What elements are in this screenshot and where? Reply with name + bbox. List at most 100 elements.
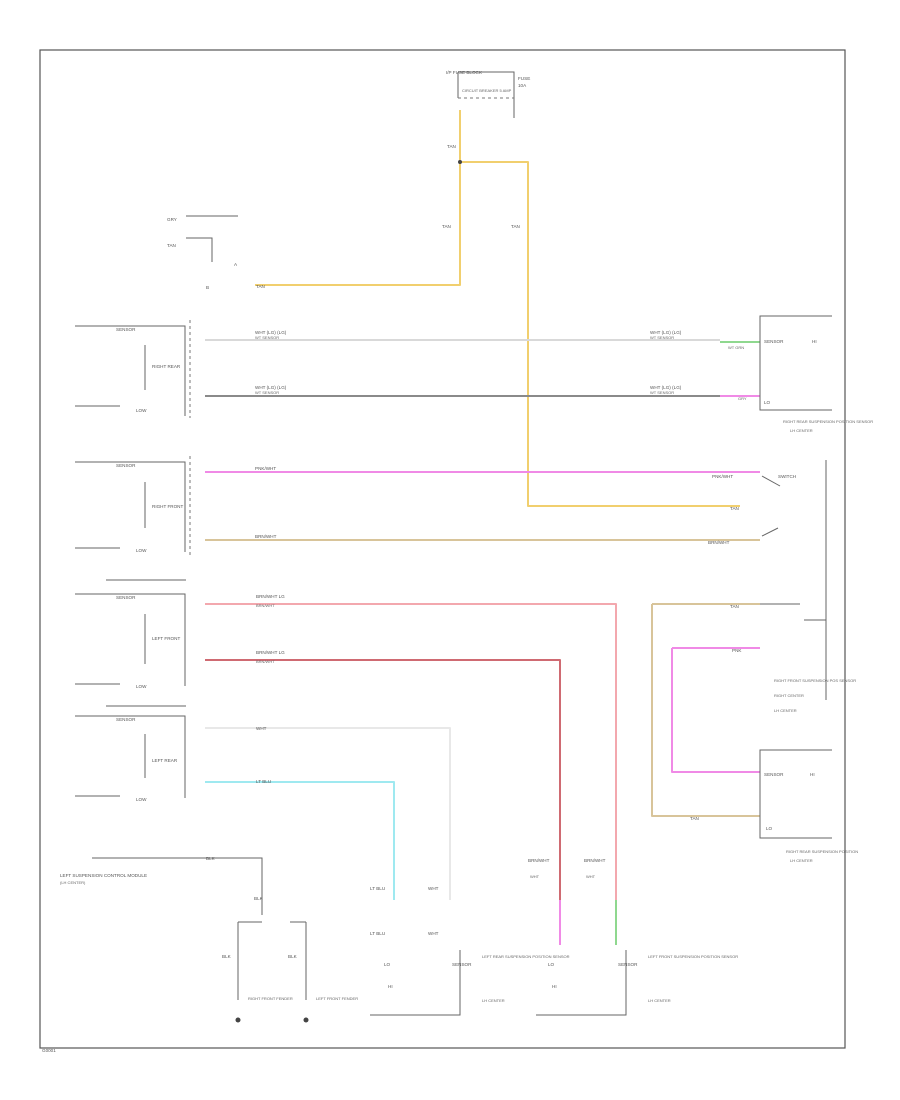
bottom-left-unit: LT BLU LT BLU WHT WHT LO HI SENSOR LEFT … — [370, 886, 570, 1016]
right-lower-lo: LO — [766, 826, 773, 831]
right-lower-sensor: SENSOR — [764, 772, 784, 777]
ltblu-a: LT BLU — [370, 886, 385, 891]
pin-lo1: LO — [384, 962, 391, 967]
stub-wire-label: TAN — [256, 284, 265, 289]
w4-tan: TAN — [730, 506, 739, 511]
w1-right: WHT (LG) (LG) — [650, 330, 682, 335]
tan-label-right: TAN — [511, 224, 520, 229]
unit-right-title: LEFT FRONT SUSPENSION POSITION SENSOR — [648, 954, 738, 959]
bottom-controller: LEFT SUSPENSION CONTROL MODULE (LH CENTE… — [60, 856, 358, 1023]
blk-a: BLK — [206, 856, 216, 861]
right-lower-hi: HI — [810, 772, 815, 777]
tan-label-mid: TAN — [442, 224, 451, 229]
stub-label-a: GRY — [167, 217, 177, 222]
w3-left: PNK/WHT — [255, 466, 276, 471]
ground-left: RIGHT FRONT FENDER — [248, 996, 293, 1001]
splice-dot — [458, 160, 462, 164]
brn-sub-b: WHT — [586, 874, 596, 879]
w2-left: WHT (LG) (LG) — [255, 385, 287, 390]
sensor-left-rear: SENSOR LOW LEFT REAR — [75, 705, 186, 802]
left-stub-connector: GRY TAN A B TAN — [167, 215, 265, 290]
ground-dot-right — [303, 1017, 309, 1023]
blk-b: BLK — [254, 896, 264, 901]
harness-row2-bottom: LOW — [136, 548, 147, 553]
unit-left-sub: LH CENTER — [482, 998, 505, 1003]
right-switch-label: SWITCH — [778, 474, 796, 479]
w3-right: PNK/WHT — [712, 474, 733, 479]
harness-row1-bottom: LOW — [136, 408, 147, 413]
controller-sub: (LH CENTER) — [60, 880, 86, 885]
wire-row6 — [205, 659, 561, 900]
w2-right-sub: WT SENSOR — [650, 390, 674, 395]
harness-row4-bottom: LOW — [136, 797, 147, 802]
wire-row8 — [205, 781, 395, 900]
ltblu-b: LT BLU — [370, 931, 385, 936]
wire-row5 — [205, 603, 617, 900]
sensor-left-front: SENSOR LOW LEFT FRONT — [75, 579, 186, 689]
blk-d: BLK — [288, 954, 298, 959]
right-upper-sensor: SENSOR — [764, 339, 784, 344]
sensor-left-rear-label: LEFT REAR — [152, 758, 178, 763]
wire-tan-lower — [651, 604, 760, 817]
right-upper-module: SENSOR LO HI RIGHT REAR SUSPENSION POSIT… — [759, 315, 873, 433]
stub-label-b: TAN — [167, 243, 176, 248]
w5-right: BRN/WHT — [708, 540, 730, 545]
fuse-value: 10A — [518, 83, 527, 88]
right-lower-sub: LH CENTER — [790, 858, 813, 863]
w2-end: GRY — [738, 396, 747, 401]
unit-right-sub: LH CENTER — [648, 998, 671, 1003]
w8-left: WHT — [256, 726, 267, 731]
harness-row4-top: SENSOR — [116, 717, 136, 722]
harness-row1-top: SENSOR — [116, 327, 136, 332]
wire-row7 — [205, 727, 451, 900]
unit-left-title: LEFT REAR SUSPENSION POSITION SENSOR — [482, 954, 570, 959]
wire-pink-lower — [671, 648, 760, 773]
fuse-name: FUSE — [518, 76, 530, 81]
controller-title: LEFT SUSPENSION CONTROL MODULE — [60, 873, 147, 878]
w1-left: WHT (LG) (LG) — [255, 330, 287, 335]
right-mid-sub: RIGHT CENTER — [774, 693, 804, 698]
stub-pin-b: B — [206, 285, 209, 290]
tan-label-upper: TAN — [447, 144, 456, 149]
harness-row3-bottom: LOW — [136, 684, 147, 689]
fuse-desc: CIRCUIT BREAKER 5 AMP — [462, 88, 512, 93]
right-lower-title: RIGHT REAR SUSPENSION POSITION — [786, 849, 858, 854]
w1-end: WT GRN — [728, 345, 744, 350]
w-pink-lbl-1: PNK — [732, 648, 742, 653]
pin-hi2: HI — [552, 984, 557, 989]
sensor-right-front: SENSOR LOW RIGHT FRONT — [75, 456, 191, 556]
wht-a: WHT — [428, 886, 439, 891]
w2-right: WHT (LG) (LG) — [650, 385, 682, 390]
w1-right-sub: WT SENSOR — [650, 335, 674, 340]
blk-c: BLK — [222, 954, 232, 959]
sensor-right-rear-label: RIGHT REAR — [152, 364, 181, 369]
fuse-block-title: I/P FUSE BLOCK — [446, 70, 483, 75]
brn-b: BRN/WHT — [584, 858, 606, 863]
right-mid-sub2: LH CENTER — [774, 708, 797, 713]
right-upper-hi: HI — [812, 339, 817, 344]
sensor-b: SENSOR — [618, 962, 638, 967]
w1-left-sub: WT SENSOR — [255, 335, 279, 340]
sensor-left-front-label: LEFT FRONT — [152, 636, 180, 641]
pin-hi1: HI — [388, 984, 393, 989]
sensor-a: SENSOR — [452, 962, 472, 967]
fuse-block: I/P FUSE BLOCK FUSE 10A CIRCUIT BREAKER … — [446, 70, 530, 118]
brn-a: BRN/WHT — [528, 858, 550, 863]
w6-left: BRN/WHT LG — [256, 594, 285, 599]
brn-sub-a: WHT — [530, 874, 540, 879]
w2-left-sub: WT SENSOR — [255, 390, 279, 395]
right-mid-title: RIGHT FRONT SUSPENSION POS SENSOR — [774, 678, 856, 683]
w-tan-lbl-2: TAN — [690, 816, 699, 821]
w7-left-sub: BRN/WHT — [256, 659, 275, 664]
footer-code: G0001 — [42, 1048, 56, 1053]
harness-row3-top: SENSOR — [116, 595, 136, 600]
harness-row2-top: SENSOR — [116, 463, 136, 468]
wire-tan-feed-right — [460, 161, 740, 507]
diagram-frame — [39, 49, 846, 1049]
right-lower-module: SENSOR LO HI RIGHT REAR SUSPENSION POSIT… — [759, 749, 858, 863]
bottom-right-unit: BRN/WHT WHT BRN/WHT WHT LO HI SENSOR LEF… — [528, 858, 738, 1016]
sensor-right-rear: SENSOR LOW RIGHT REAR — [75, 320, 191, 418]
right-mid-block: RIGHT FRONT SUSPENSION POS SENSOR RIGHT … — [774, 619, 856, 713]
ground-dot-left — [235, 1017, 241, 1023]
